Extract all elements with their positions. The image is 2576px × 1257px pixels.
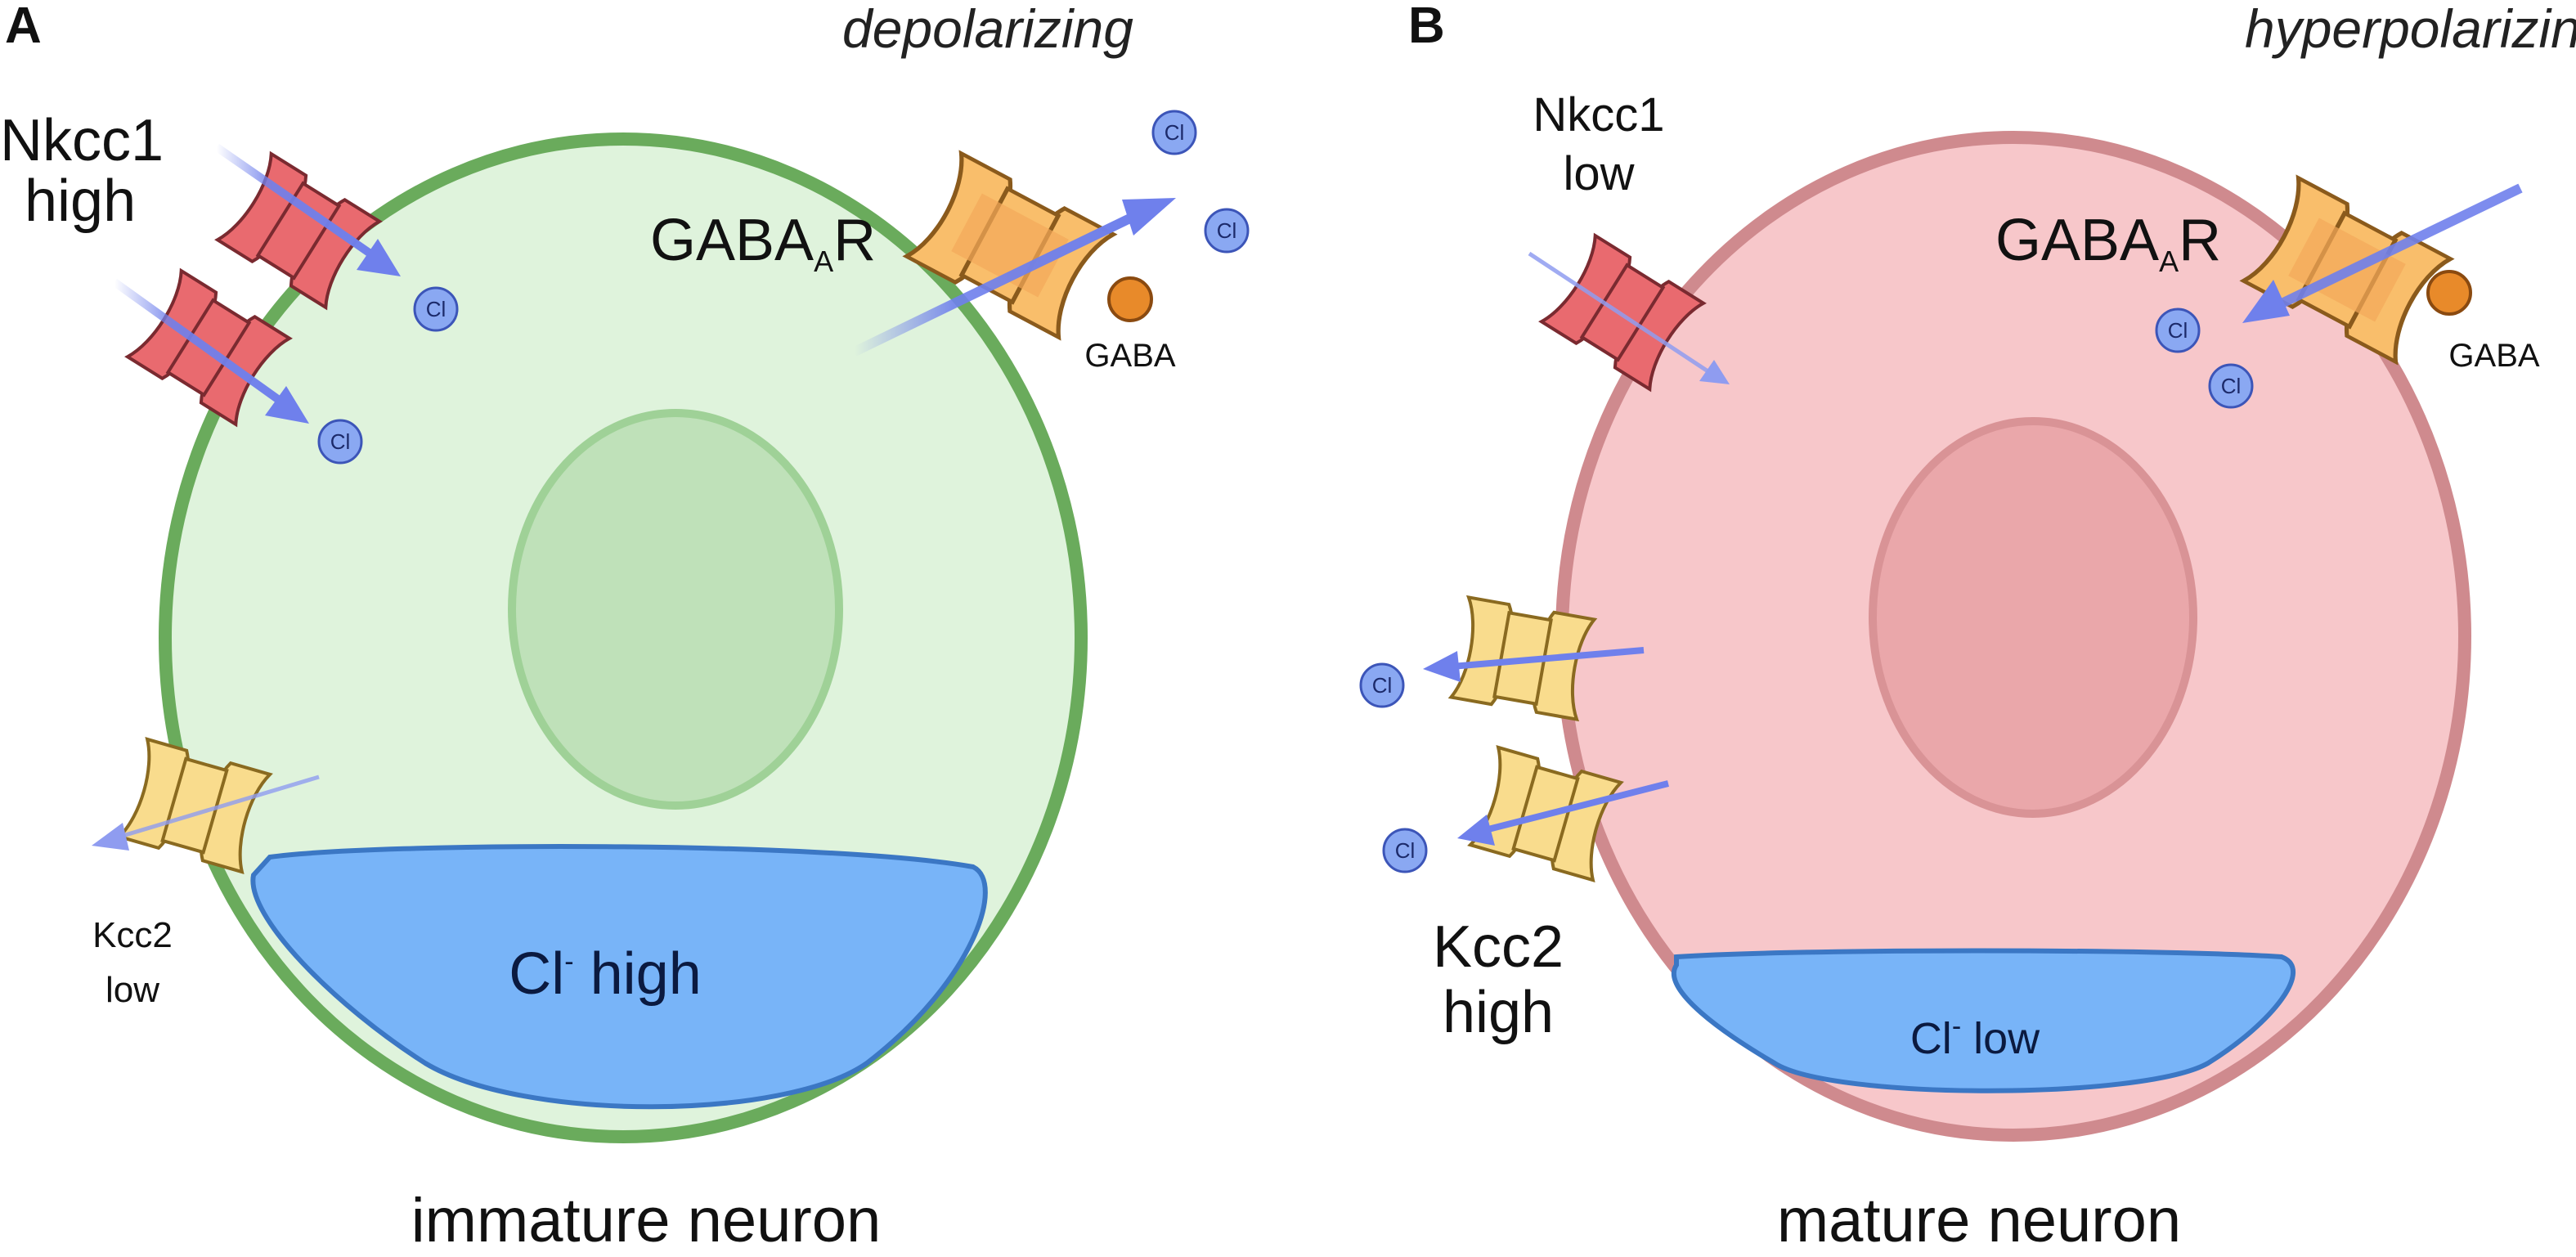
kcc2-label: Kcc2	[92, 915, 173, 955]
panel-letter: B	[1408, 0, 1445, 54]
arrow-head	[1699, 360, 1730, 384]
chloride-pool	[250, 844, 988, 1110]
chloride-efflux-arrow	[852, 209, 1141, 357]
arrow-head	[357, 239, 401, 276]
chloride-ion-icon: Cl	[1204, 208, 1250, 254]
arrow-head	[2242, 280, 2290, 323]
chloride-ion-icon: Cl	[1382, 828, 1428, 873]
nkcc1-level: high	[25, 168, 136, 234]
arrow-head	[1457, 815, 1495, 846]
gabaa-receptor-icon	[907, 154, 1114, 338]
arrow-head	[92, 823, 129, 851]
chloride-influx-arrow	[112, 278, 287, 408]
chloride-influx-arrow	[214, 143, 379, 262]
panel-mode-label: depolarizing	[842, 0, 1133, 59]
chloride-efflux-arrow	[1484, 780, 1669, 833]
arrow-head	[265, 386, 309, 424]
chloride-pool-label: Cl- low	[1910, 1011, 2040, 1063]
nkcc1-label: Nkcc1	[0, 108, 164, 173]
gabaa-receptor-label: GABAAR	[650, 208, 876, 278]
gabaa-receptor-label: GABAAR	[1995, 208, 2221, 278]
panel-caption: immature neuron	[411, 1186, 882, 1255]
panel-b: B hyperpolarizing Cl- low Nkcc1 low GABA…	[1359, 0, 2576, 1255]
chloride-pool	[1672, 948, 2296, 1093]
gaba-label: GABA	[2448, 338, 2539, 374]
chloride-ion-icon: Cl	[1359, 662, 1405, 708]
panel-caption: mature neuron	[1777, 1186, 2181, 1255]
panel-a: A depolarizing Cl- high Nkcc1 high Cl Cl…	[0, 0, 1250, 1255]
gaba-label: GABA	[1084, 338, 1175, 374]
kcc2-level: low	[105, 970, 159, 1010]
svg-text:Cl: Cl	[1372, 673, 1393, 698]
chloride-influx-arrow	[2278, 183, 2523, 309]
chloride-efflux-arrow	[1451, 647, 1645, 670]
chloride-pool-label: Cl- high	[509, 941, 701, 1007]
arrow-head	[1122, 198, 1176, 236]
chloride-efflux-arrow	[114, 774, 320, 841]
nucleus	[508, 409, 843, 810]
kcc2-level: high	[1443, 980, 1554, 1045]
arrow-head	[1423, 651, 1461, 682]
chloride-ion-icon: Cl	[2155, 308, 2201, 353]
chloride-ion-icon: Cl	[1151, 110, 1197, 155]
gaba-ligand-icon	[2426, 270, 2472, 316]
svg-text:Cl: Cl	[1395, 838, 1416, 863]
panel-letter: A	[5, 0, 42, 54]
svg-text:Cl: Cl	[1165, 120, 1185, 145]
svg-text:Cl: Cl	[1217, 218, 1237, 243]
svg-text:Cl: Cl	[2221, 374, 2242, 398]
gaba-ligand-icon	[1107, 276, 1153, 322]
nucleus	[1869, 417, 2197, 818]
chloride-influx-arrow	[1528, 251, 1711, 375]
chloride-ion-icon: Cl	[317, 419, 363, 465]
chloride-ion-icon: Cl	[2208, 363, 2254, 409]
svg-text:Cl: Cl	[330, 429, 351, 454]
svg-text:Cl: Cl	[2168, 318, 2188, 343]
svg-text:Cl: Cl	[426, 297, 447, 321]
chloride-ion-icon: Cl	[413, 286, 459, 332]
nkcc1-label: Nkcc1	[1533, 88, 1664, 141]
panel-mode-label: hyperpolarizing	[2245, 0, 2576, 59]
nkcc1-level: low	[1563, 147, 1635, 200]
kcc2-label: Kcc2	[1433, 914, 1564, 980]
